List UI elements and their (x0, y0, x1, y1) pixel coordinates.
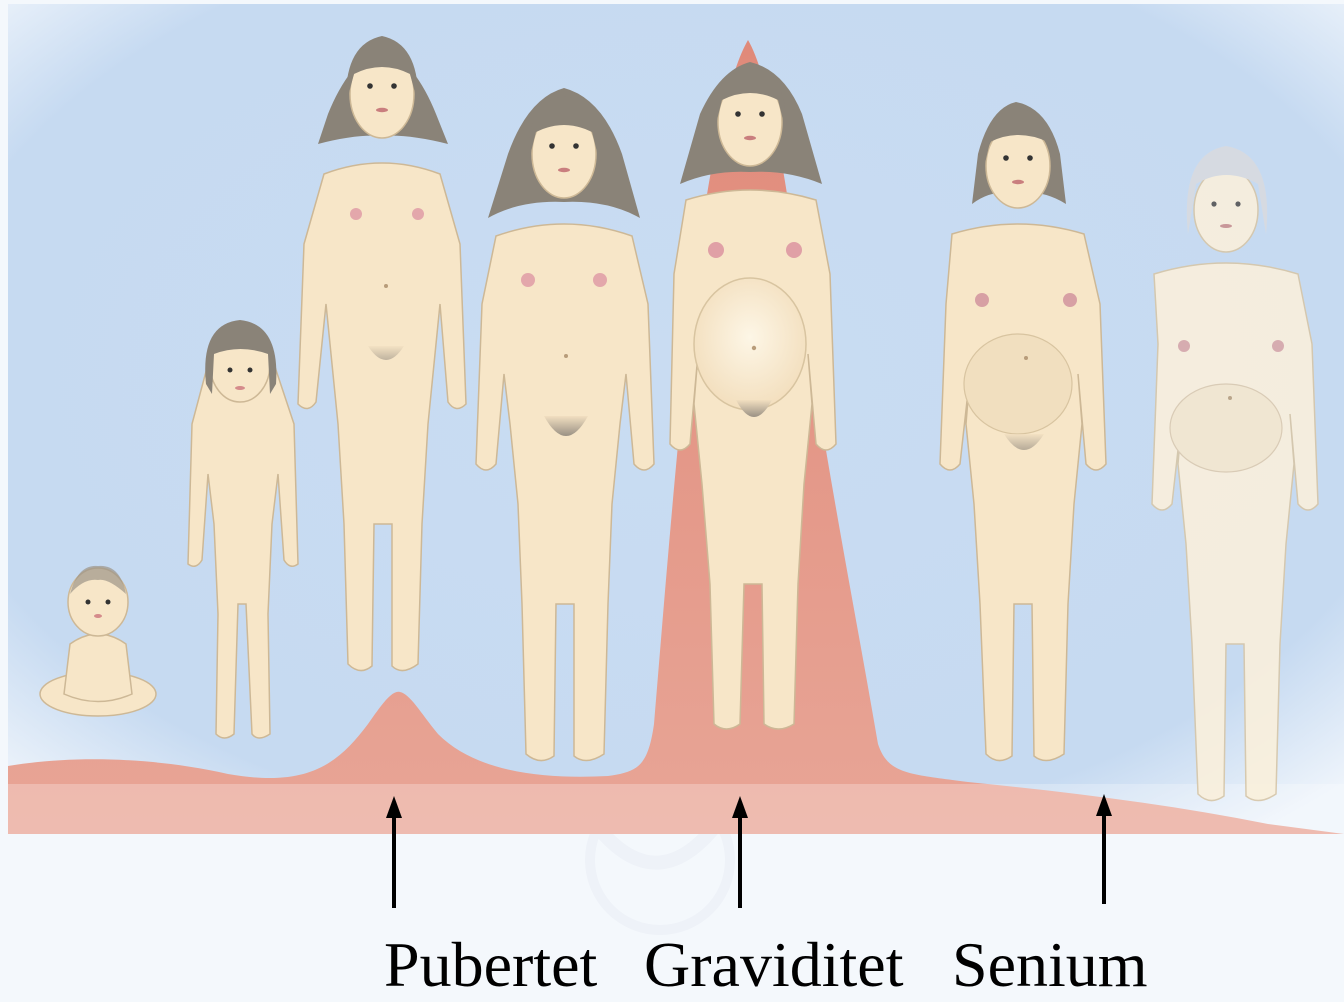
label-senium: Senium (952, 928, 1148, 1002)
senium-arrow (1094, 794, 1114, 906)
life-stages-illustration (8, 4, 1344, 834)
label-pubertet: Pubertet (384, 928, 597, 1002)
label-graviditet: Graviditet (644, 928, 903, 1002)
graviditet-arrow (730, 796, 750, 912)
bottom-fade (8, 784, 1344, 834)
pubertet-arrow (384, 796, 404, 912)
